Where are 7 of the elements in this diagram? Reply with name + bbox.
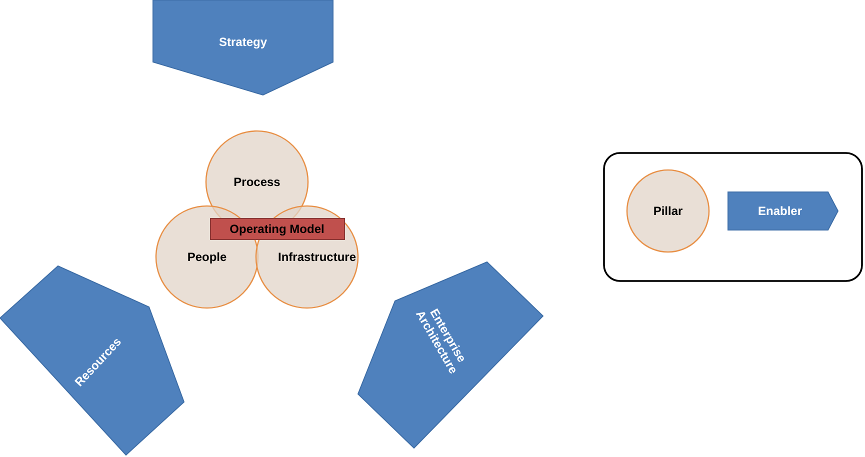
node-label: Process	[234, 175, 280, 189]
node-label: Operating Model	[230, 222, 324, 236]
node-label: Strategy	[218, 35, 268, 49]
node-label: People	[187, 250, 227, 264]
node-label: Pillar	[653, 204, 683, 218]
node-label: Enabler	[758, 204, 802, 218]
node-label: Infrastructure	[278, 250, 356, 264]
